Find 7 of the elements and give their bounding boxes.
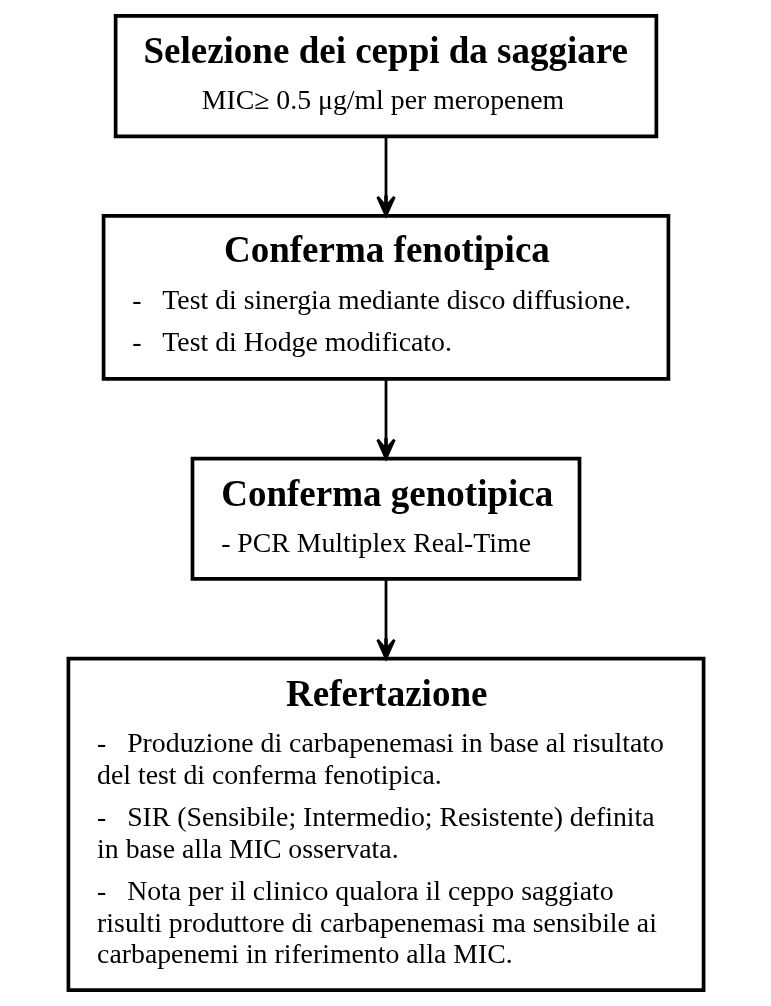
node-box: Refertazione - Produzione di carbapenemasi in base al risultato del test di conferma fenotipica. - SIR (Sensibile; Intermedio; Resistente) definita in base alla MIC osservata. - Nota per il clinico qualora il ceppo saggiato risulti produttore di carbapenemasi ma sensibile ai carbapenemi in riferimento alla MIC. bbox=[66, 656, 705, 992]
node-box: Conferma fenotipica - Test di sinergia mediante disco diffusione. - Test di Hodge modificato. bbox=[101, 214, 670, 381]
arrow bbox=[375, 379, 396, 460]
arrow bbox=[375, 136, 396, 217]
node-box: Selezione dei ceppi da saggiare MIC≥ 0.5 μg/ml per meropenem bbox=[113, 14, 658, 139]
node-box: Conferma genotipica - PCR Multiplex Real-Time bbox=[190, 456, 581, 581]
arrow bbox=[375, 579, 396, 660]
